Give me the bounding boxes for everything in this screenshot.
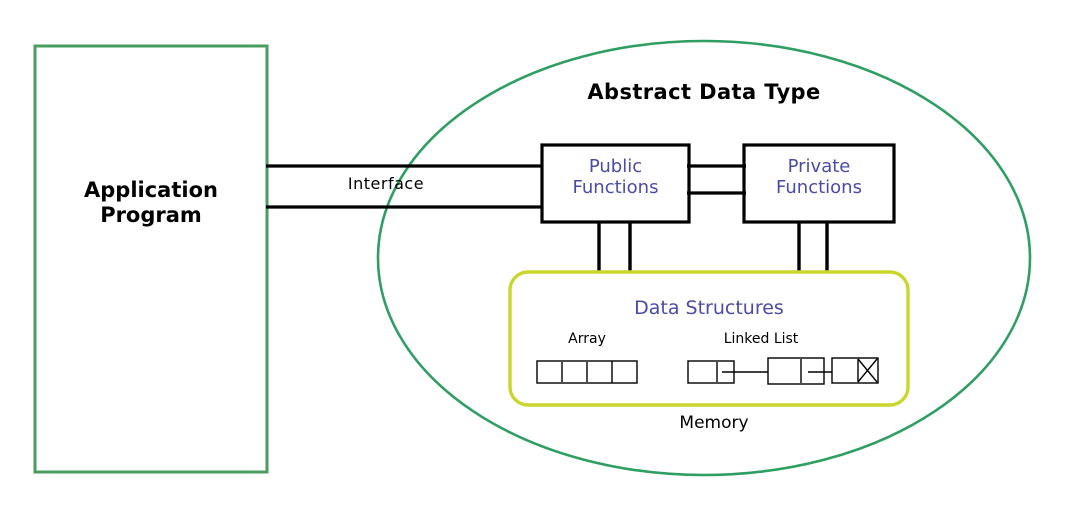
linked-list-node: [767, 357, 825, 385]
linked-list-node: [831, 357, 879, 384]
linked-list-null-terminator-icon: [857, 358, 878, 383]
data-structures-box: [508, 270, 910, 407]
array-structure: [536, 360, 638, 384]
application-program-box: [33, 44, 269, 474]
public-functions-box: [540, 143, 691, 224]
private-functions-box: [742, 143, 896, 224]
abstract-data-type-ellipse: [376, 39, 1032, 477]
linked-list-structure: [687, 357, 879, 385]
